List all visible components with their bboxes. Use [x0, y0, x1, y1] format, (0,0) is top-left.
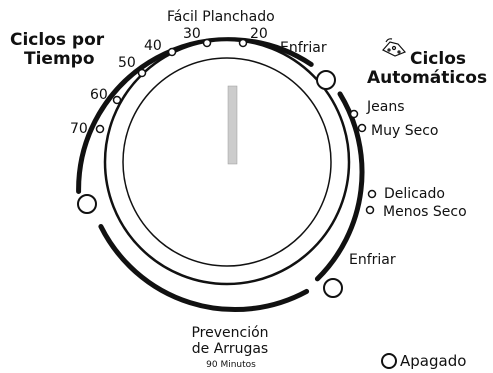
outer-ring-bottom-arc [98, 224, 310, 312]
off-marker[interactable] [381, 353, 397, 369]
setting-label-60: 60 [90, 87, 108, 103]
setting-dot-jeans[interactable] [349, 109, 359, 119]
timed-cycles-title-1: Ciclos por [10, 30, 105, 50]
knob-inner-rim [122, 57, 332, 267]
timed-start-marker[interactable] [77, 194, 97, 214]
auto-cycles-title-2: Automáticos [367, 68, 487, 88]
sensor-icon [382, 38, 407, 57]
easy-press-label: Fácil Planchado [167, 9, 275, 25]
outer-ring-timed-arc [76, 37, 314, 194]
auto-start-marker[interactable] [316, 70, 336, 90]
wrinkle-prevent-duration: 90 Minutos [206, 360, 256, 370]
wrinkle-prevent-label-1: Prevención [191, 325, 268, 341]
setting-label-50: 50 [118, 55, 136, 71]
outer-ring-auto-arc [314, 91, 365, 282]
auto-cycles-title-1: Ciclos [410, 49, 466, 69]
setting-dot-30[interactable] [202, 38, 212, 48]
setting-label-40: 40 [144, 38, 162, 54]
setting-label-70: 70 [70, 121, 88, 137]
outer-ring [76, 37, 365, 312]
setting-dot-60[interactable] [112, 95, 122, 105]
setting-dot-50[interactable] [137, 68, 147, 78]
timed-cycles-title-2: Tiempo [24, 49, 95, 69]
auto-cooldown-label: Enfriar [349, 252, 396, 268]
setting-dot-very-dry[interactable] [357, 123, 367, 133]
knob-indicator [227, 85, 238, 165]
setting-label-20: 20 [250, 26, 268, 42]
timed-cooldown-label: Enfriar [280, 40, 327, 56]
less-dry-label: Menos Seco [383, 204, 467, 220]
jeans-label: Jeans [366, 99, 405, 115]
setting-label-30: 30 [183, 26, 201, 42]
wrinkle-prevent-label-2: de Arrugas [192, 341, 268, 357]
setting-dot-40[interactable] [167, 47, 177, 57]
setting-dot-20[interactable] [238, 38, 248, 48]
setting-dot-delicate[interactable] [367, 189, 377, 199]
knob-outer-rim[interactable] [103, 38, 351, 286]
auto-cooldown-marker[interactable] [323, 278, 343, 298]
off-label: Apagado [400, 352, 466, 370]
setting-dot-70[interactable] [95, 124, 105, 134]
very-dry-label: Muy Seco [371, 123, 438, 139]
setting-dot-less-dry[interactable] [365, 205, 375, 215]
delicate-label: Delicado [384, 186, 445, 202]
